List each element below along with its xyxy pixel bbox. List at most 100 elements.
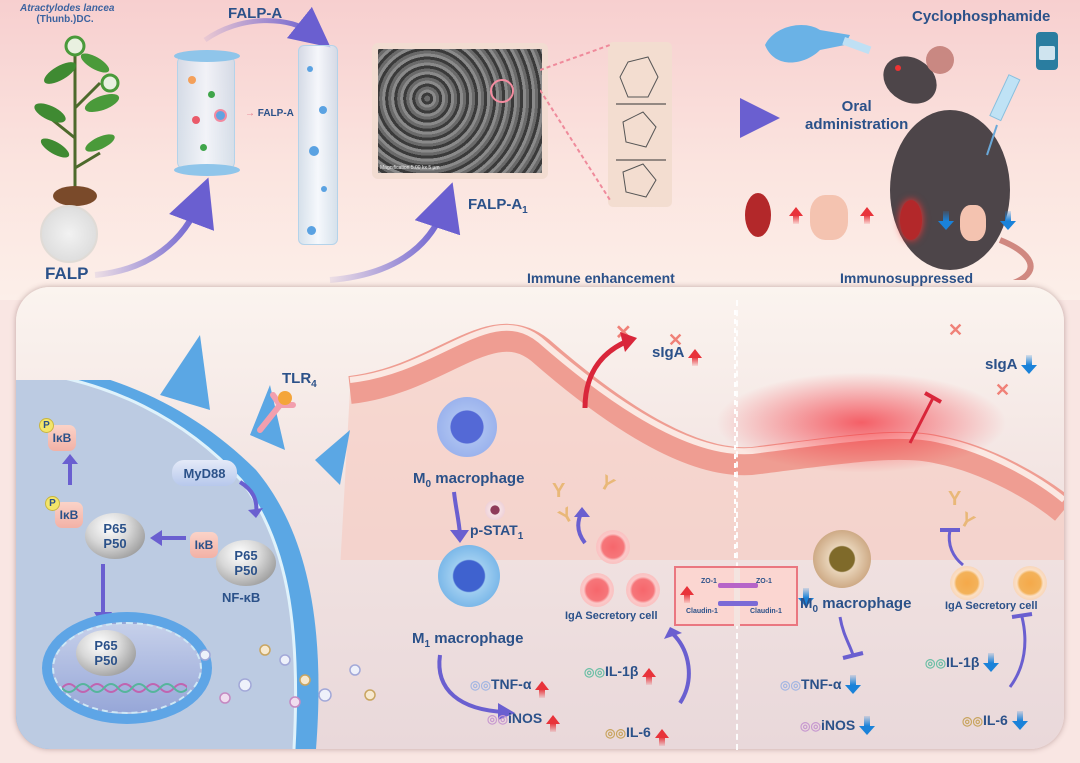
thymus-up-arrow [860, 203, 874, 225]
m0-macrophage-cell [437, 397, 497, 457]
iga-secretory-cell-suppressed-label: IgA Secretory cell [945, 600, 1038, 612]
atractylodes-plant-icon [34, 35, 120, 206]
siga-inhibition-line [908, 391, 942, 444]
claudin-label-right: Claudin-1 [750, 608, 782, 615]
falp-a-title: FALP-A [228, 5, 283, 22]
siga-antibody-icon: ✕ [995, 380, 1011, 400]
iga-secretory-cell-suppressed [950, 566, 984, 600]
plant-name-label: Atractylodes lancea (Thunb.)DC. [20, 3, 115, 25]
ikb-phosphorylated: IκB [55, 502, 83, 528]
trend-down-arrow [845, 674, 862, 694]
mouse-icon [883, 46, 1034, 280]
siga-antibody-icon: ✕ [948, 320, 964, 340]
m1-cytokine-arrow [437, 654, 515, 720]
m0-to-m1-arrow [450, 491, 469, 543]
tight-junction-inset: ZO-1 Claudin-1 ZO-1 Claudin-1 [674, 566, 815, 626]
trend-down-arrow [1011, 710, 1028, 730]
iga-secretory-cell-label: IgA Secretory cell [565, 610, 658, 622]
siga-down-arrow [1021, 354, 1038, 374]
chromatography-column-1 [174, 50, 240, 176]
claudin1-protein-icon [718, 601, 758, 606]
trend-down-arrow [859, 715, 876, 735]
siga-secretion-arrow [582, 332, 637, 409]
thymus-suppressed-icon [960, 205, 986, 241]
spleen-down-arrow [938, 211, 954, 231]
comparison-divider [736, 300, 738, 750]
m0-macrophage-suppressed-label: M0 macrophage [800, 595, 912, 615]
zo1-label-left: ZO-1 [701, 578, 717, 585]
cytokine-il6-down: ◎◎ IL-6 [962, 710, 1028, 730]
iga-secretory-cell [596, 530, 630, 564]
chromatography-column-2 [298, 45, 338, 245]
phosphate-badge: P [39, 418, 54, 433]
ikb-release-arrow [62, 454, 78, 485]
oral-administration-label: Oral administration [805, 98, 909, 133]
phosphate-badge: P [45, 496, 60, 511]
antibody-icon: Y [948, 488, 962, 510]
cell-spikes [160, 335, 350, 485]
ikb-bound: IκB [190, 532, 218, 558]
gloved-hand-syringe-icon [765, 25, 872, 63]
trend-up-arrow [642, 667, 657, 685]
m1-macrophage-label: M1 macrophage [412, 630, 524, 650]
myd88-node: MyD88 [172, 460, 237, 486]
cyclophosphamide-label: Cyclophosphamide [912, 8, 1051, 25]
falp-a-inline-label: → FALP-A [245, 108, 294, 119]
cytokine-inos-up: ◎◎ iNOS [487, 710, 561, 732]
iga-secretion-arrow [574, 507, 590, 545]
siga-enhanced: sIgA [652, 344, 703, 366]
falp-a1-label: FALP-A1 [468, 196, 528, 216]
iga-secretory-cell [580, 573, 614, 607]
trend-down-arrow [983, 652, 1000, 672]
immune-enhancement-label: Immune enhancement [527, 270, 675, 286]
nfkb-label: NF-κB [222, 590, 261, 605]
siga-suppressed: sIgA [985, 354, 1038, 374]
falp-powder-dish-icon [40, 205, 98, 263]
sem-micrograph: Magnification 5.00 kx 5 µm [378, 49, 542, 173]
p-stat1-label: p-STAT1 [470, 522, 524, 542]
iga-secretory-cell-suppressed [1013, 566, 1047, 600]
myd88-arrow [238, 480, 263, 518]
thymus-down-arrow [1000, 211, 1016, 231]
dna-helix-icon [62, 683, 187, 693]
antibody-icon: Y [552, 480, 566, 502]
m0-macrophage-label: M0 macrophage [413, 470, 525, 490]
m1-macrophage-cell [438, 545, 500, 607]
m0-macrophage-suppressed-cell [813, 530, 871, 588]
tlr4-receptor-icon [257, 391, 296, 433]
spleen-up-arrow [789, 203, 803, 225]
zoom-dash-lines [540, 44, 611, 201]
zo1-label-right: ZO-1 [756, 578, 772, 585]
cytokine-to-iga-arrow [664, 627, 691, 705]
inhibition-line [838, 616, 864, 660]
falp-label: FALP [45, 264, 89, 283]
tj-up-arrow [680, 586, 694, 604]
cytokine-tnfa-up: ◎◎ TNF-α [470, 676, 550, 698]
drug-vial-icon [1036, 32, 1058, 70]
cytokine-tnfa-down: ◎◎ TNF-α [780, 674, 862, 694]
cytokine-il1b-up: ◎◎ IL-1β [584, 663, 657, 685]
cytokine-il6-up: ◎◎ IL-6 [605, 724, 669, 746]
trend-up-arrow [535, 680, 550, 698]
nfkb-release-arrow [150, 530, 186, 546]
released-cytokines [199, 644, 376, 708]
claudin-label-left: Claudin-1 [686, 608, 718, 615]
trend-up-arrow [654, 728, 669, 746]
polysaccharide-structure [608, 42, 672, 207]
immunosuppressed-label: Immunosuppressed [840, 270, 974, 286]
cytokine-inos-down: ◎◎ iNOS [800, 715, 876, 735]
siga-antibody-icon: ✕ [668, 330, 684, 350]
injection-syringe-icon [986, 74, 1021, 156]
tj-down-arrow [798, 588, 815, 608]
nucleus [42, 612, 212, 724]
spleen-icon [745, 193, 771, 237]
trend-up-arrow [546, 714, 561, 732]
thymus-icon [810, 195, 848, 240]
cytokine-il1b-down: ◎◎ IL-1β [925, 652, 1000, 672]
cytokine-iga-inhibition [1008, 612, 1033, 688]
process-flow-arrows [94, 6, 780, 283]
zo1-protein-icon [718, 583, 758, 588]
